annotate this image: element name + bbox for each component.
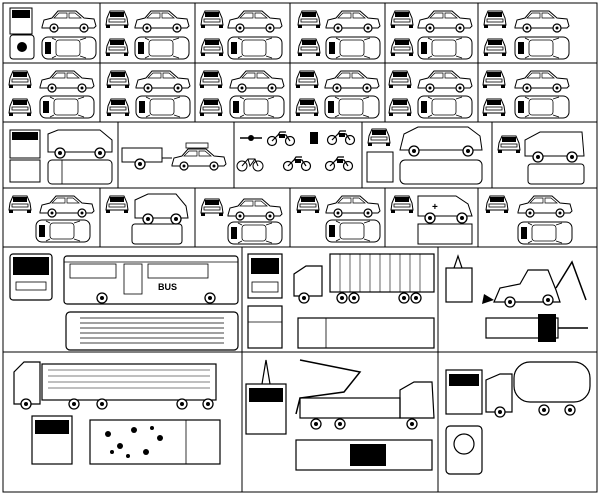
cell-dump-truck [13, 361, 221, 465]
svg-text:+: + [432, 202, 438, 213]
cell-motorcycles-and-bicycles [236, 130, 356, 172]
cell-bus: BUS [9, 253, 239, 351]
cell-jeep [9, 7, 97, 60]
cell-hatchback-2 [8, 70, 95, 119]
cell-coupe-2 [388, 70, 473, 119]
cell-hatchback-3 [8, 195, 95, 243]
cell-compact-car-2 [200, 198, 283, 245]
cell-car-with-trailer [121, 142, 227, 171]
cell-minivan [366, 126, 483, 185]
cell-van [9, 129, 113, 185]
cell-sedan-long [483, 10, 570, 60]
cell-container-truck [293, 253, 435, 349]
cell-sedan [200, 10, 283, 60]
cell-tanker-truck [445, 361, 591, 475]
cell-backhoe-loader [445, 254, 588, 342]
bus-label: BUS [158, 282, 177, 292]
cell-classic-car [295, 70, 380, 119]
cell-sedan-6 [485, 195, 573, 245]
cell-sedan-3 [199, 70, 285, 119]
cell-sedan-2 [106, 70, 191, 119]
cell-sedan-4 [482, 70, 570, 119]
cell-coupe [297, 10, 381, 60]
cell-truck-cab [247, 253, 283, 349]
cell-pickup-truck [497, 131, 585, 185]
cell-compact-car [390, 10, 473, 60]
cell-sedan-5 [296, 195, 381, 243]
cell-tow-truck [245, 359, 435, 471]
cell-delivery-van [105, 193, 189, 245]
cell-hatchback [105, 10, 190, 60]
cell-ambulance: + [390, 195, 473, 245]
